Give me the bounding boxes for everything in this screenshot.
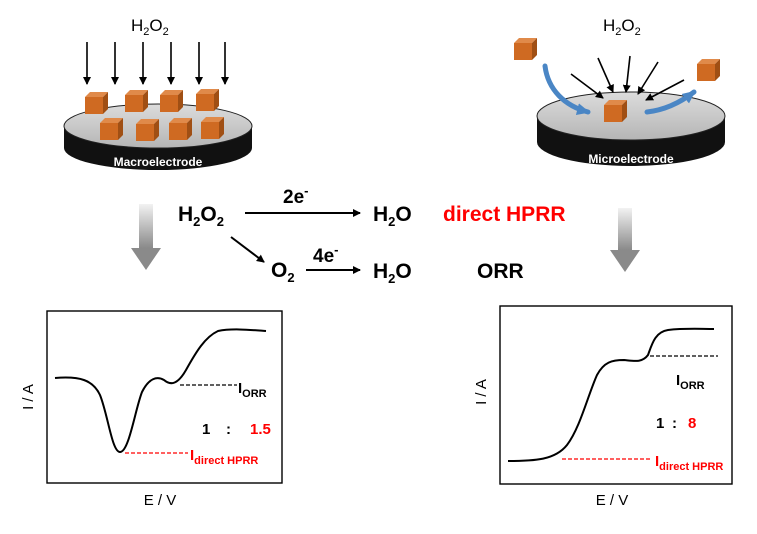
- macro-h2o2-label: H2O2: [131, 16, 169, 38]
- macro-incoming-arrows: [83, 42, 229, 85]
- microelectrode-illustration: H2O2 Microelectrode: [514, 16, 726, 166]
- left-voltammogram: IORR Idirect HPRR 1 : 1.5 I / A E / V: [20, 310, 283, 509]
- right-plot-frame: [499, 305, 733, 485]
- right-i-direct-label: Idirect HPRR: [655, 453, 723, 473]
- macroelectrode-illustration: H2O2 Macroelectrode: [63, 16, 253, 170]
- left-ratio-b: 1.5: [250, 421, 271, 438]
- product-water-orr: H2O: [373, 260, 412, 286]
- microelectrode-label: Microelectrode: [588, 152, 674, 166]
- arrow-to-oxygen: [230, 236, 265, 263]
- left-xlabel: E / V: [144, 492, 177, 509]
- micro-h2o2-label: H2O2: [603, 16, 641, 38]
- left-gray-arrow: [131, 204, 161, 270]
- left-i-orr-label: IORR: [238, 380, 267, 400]
- right-ylabel: I / A: [473, 379, 490, 405]
- right-i-orr-label: IORR: [676, 372, 705, 392]
- right-voltammogram: IORR Idirect HPRR 1 : 8 I / A E / V: [473, 305, 733, 509]
- scheme-h2o2: H2O2: [178, 203, 224, 229]
- label-four-electron: 4e-: [313, 242, 338, 267]
- left-ratio-colon: :: [226, 421, 231, 438]
- left-i-direct-label: Idirect HPRR: [190, 447, 258, 467]
- right-gray-arrow: [610, 208, 640, 272]
- left-ylabel: I / A: [20, 384, 37, 410]
- label-two-electron: 2e-: [283, 183, 308, 208]
- right-ratio-a: 1: [656, 415, 664, 432]
- right-ratio-b: 8: [688, 415, 696, 432]
- right-ratio-colon: :: [672, 415, 677, 432]
- pathway-direct-hprr: direct HPRR: [443, 203, 566, 226]
- macroelectrode-label: Macroelectrode: [114, 155, 203, 169]
- micro-converging-arrows: [570, 55, 685, 101]
- product-water-direct: H2O: [373, 203, 412, 229]
- micro-diffusion-arrows: [542, 63, 697, 116]
- left-curve: [54, 328, 267, 454]
- right-xlabel: E / V: [596, 492, 629, 509]
- left-plot-frame: [46, 310, 283, 484]
- pathway-orr: ORR: [477, 260, 524, 283]
- intermediate-oxygen: O2: [271, 259, 295, 285]
- right-curve: [507, 327, 715, 462]
- left-ratio-a: 1: [202, 421, 210, 438]
- reaction-scheme: H2O2 2e- H2O direct HPRR O2 4e- H2O ORR: [178, 183, 566, 286]
